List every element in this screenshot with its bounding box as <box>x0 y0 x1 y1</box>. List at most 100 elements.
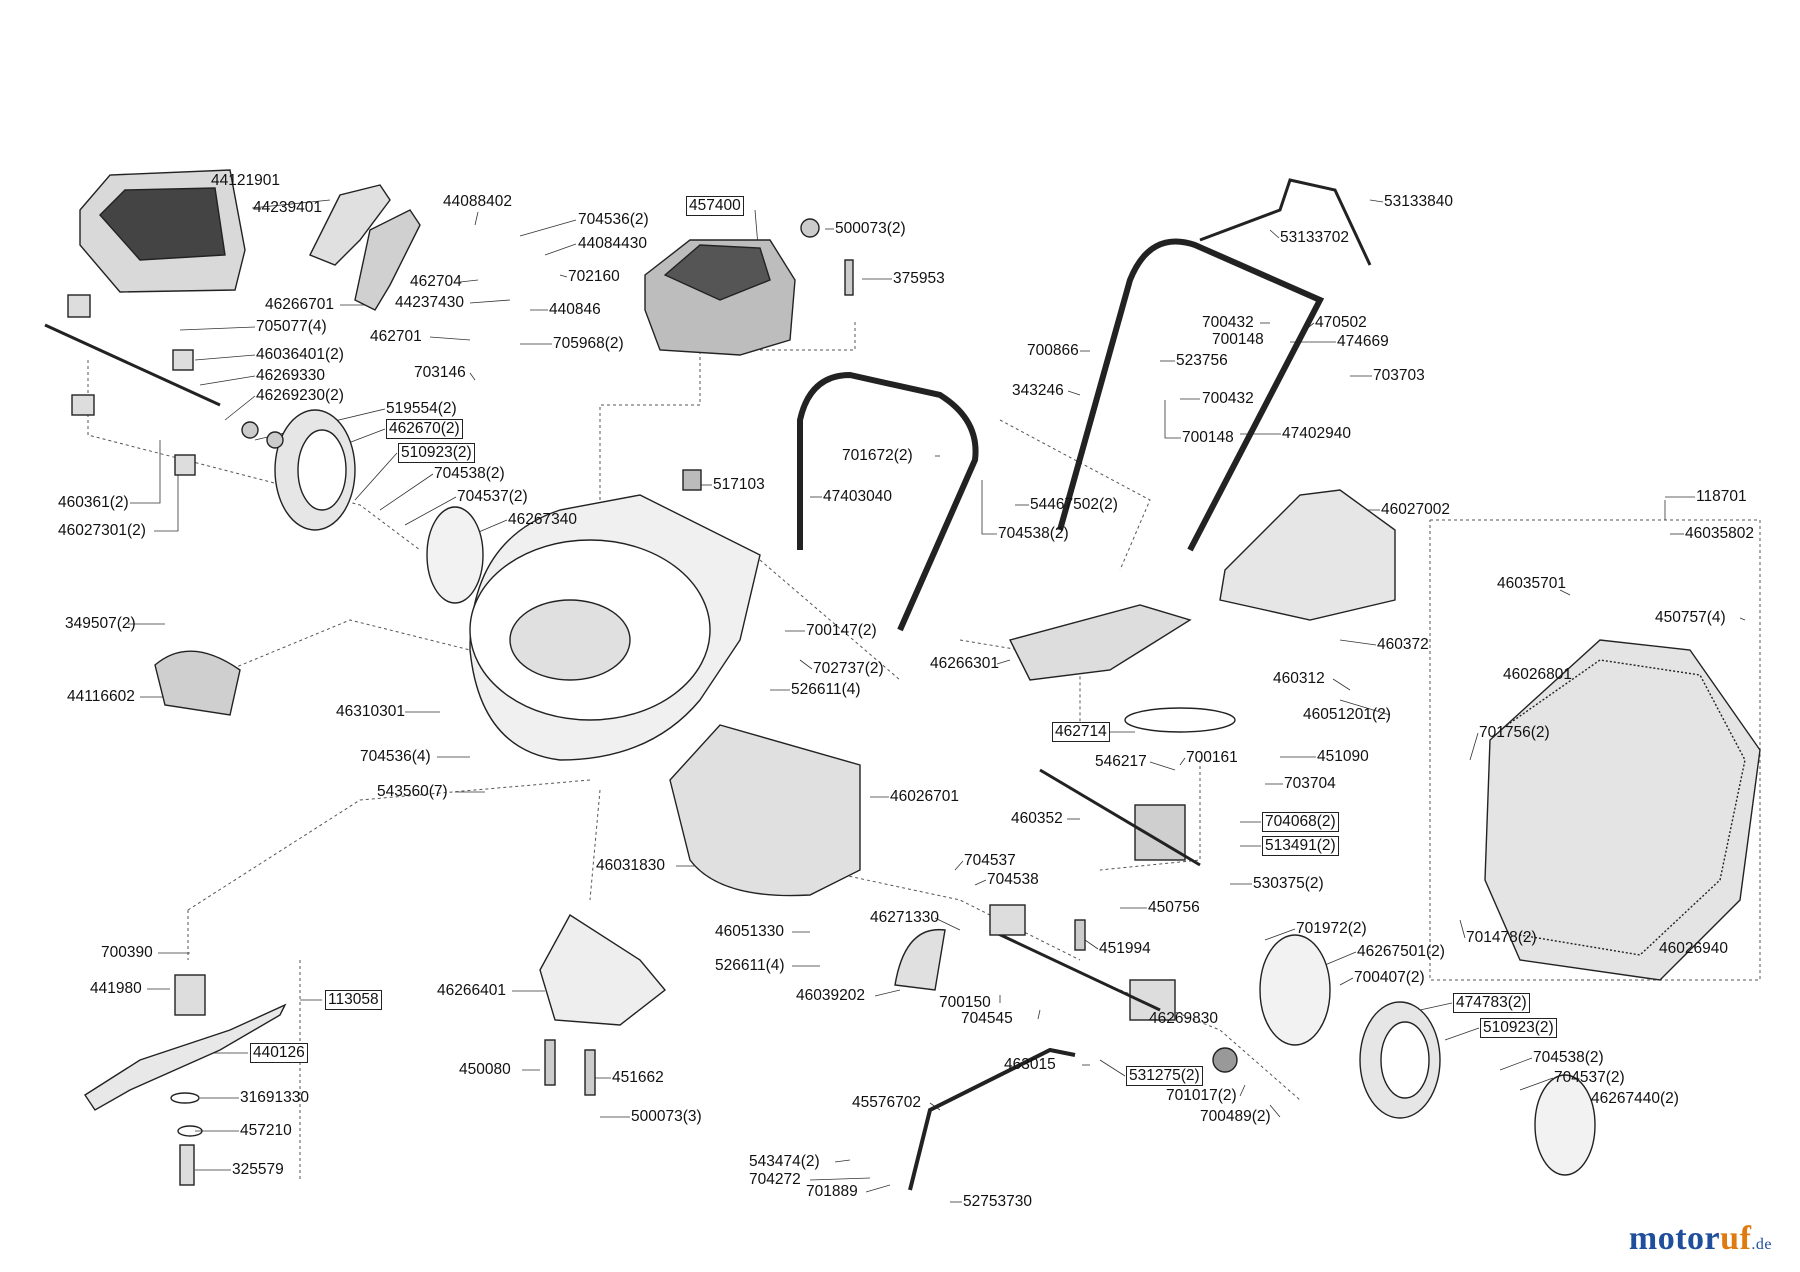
part-label: 46266701 <box>265 296 334 314</box>
part-label: 704068(2) <box>1262 812 1339 832</box>
part-label: 450080 <box>459 1061 511 1079</box>
part-label: 531275(2) <box>1126 1066 1203 1086</box>
part-label: 460372 <box>1377 636 1429 654</box>
part-label: 45576702 <box>852 1094 921 1112</box>
part-label: 440846 <box>549 301 601 319</box>
part-label: 546217 <box>1095 753 1147 771</box>
part-label: 46035802 <box>1685 525 1754 543</box>
part-label: 526611(4) <box>715 957 785 975</box>
brand-part1: motor <box>1629 1220 1720 1257</box>
part-label: 510923(2) <box>1480 1018 1557 1038</box>
part-label: 700866 <box>1027 342 1079 360</box>
part-label: 451662 <box>612 1069 664 1087</box>
part-label: 510923(2) <box>398 443 475 463</box>
part-label: 46310301 <box>336 703 405 721</box>
part-label: 701017(2) <box>1166 1087 1237 1105</box>
part-label: 118701 <box>1696 488 1747 506</box>
brand-part2: uf <box>1720 1220 1751 1257</box>
part-label: 451090 <box>1317 748 1369 766</box>
part-label: 704536(4) <box>360 748 431 766</box>
part-label: 44116602 <box>67 688 135 706</box>
part-label: 703704 <box>1284 775 1336 793</box>
part-label: 701672(2) <box>842 447 913 465</box>
part-label: 44084430 <box>578 235 647 253</box>
part-label: 46267340 <box>508 511 577 529</box>
part-label: 702737(2) <box>813 660 884 678</box>
part-label: 375953 <box>893 270 945 288</box>
part-label: 701889 <box>806 1183 858 1201</box>
part-label: 46051201(2) <box>1303 706 1391 724</box>
part-label: 519554(2) <box>386 400 457 418</box>
part-label: 46266301 <box>930 655 999 673</box>
rear-chute-part <box>670 725 860 896</box>
part-label: 700148 <box>1212 331 1264 349</box>
part-label: 462670(2) <box>386 419 463 439</box>
part-label: 700161 <box>1186 749 1238 767</box>
part-label: 462704 <box>410 273 462 291</box>
part-label: 53133840 <box>1384 193 1453 211</box>
part-label: 46026940 <box>1659 940 1728 958</box>
part-label: 462714 <box>1052 722 1110 742</box>
part-label: 44121901 <box>211 172 280 190</box>
part-label: 440126 <box>250 1043 308 1063</box>
part-label: 349507(2) <box>65 615 136 633</box>
part-label: 705968(2) <box>553 335 624 353</box>
part-label: 46267501(2) <box>1357 943 1445 961</box>
part-label: 46269830 <box>1149 1010 1218 1028</box>
part-label: 704537(2) <box>457 488 528 506</box>
part-label: 113058 <box>325 990 382 1010</box>
part-label: 701756(2) <box>1479 724 1550 742</box>
part-label: 700432 <box>1202 314 1254 332</box>
part-label: 457210 <box>240 1122 292 1140</box>
part-label: 700407(2) <box>1354 969 1425 987</box>
part-label: 46026801 <box>1503 666 1572 684</box>
brand-logo: motoruf.de <box>1629 1220 1772 1258</box>
part-label: 701478(2) <box>1466 929 1537 947</box>
part-label: 460312 <box>1273 670 1325 688</box>
part-label: 543474(2) <box>749 1153 820 1171</box>
part-label: 474669 <box>1337 333 1389 351</box>
part-label: 704536(2) <box>578 211 649 229</box>
part-label: 704538 <box>987 871 1039 889</box>
part-label: 526611(4) <box>791 681 861 699</box>
part-label: 53133702 <box>1280 229 1349 247</box>
part-label: 52753730 <box>963 1193 1032 1211</box>
part-label: 325579 <box>232 1161 284 1179</box>
part-label: 523756 <box>1176 352 1228 370</box>
part-label: 462701 <box>370 328 422 346</box>
part-label: 704272 <box>749 1171 801 1189</box>
part-label: 513491(2) <box>1262 836 1339 856</box>
part-label: 46267440(2) <box>1591 1090 1679 1108</box>
part-label: 700147(2) <box>806 622 877 640</box>
part-label: 450756 <box>1148 899 1200 917</box>
part-label: 457400 <box>686 196 744 216</box>
part-label: 46035701 <box>1497 575 1566 593</box>
part-label: 47402940 <box>1282 425 1351 443</box>
part-label: 46051330 <box>715 923 784 941</box>
rear-guard-part <box>1010 605 1190 680</box>
part-label: 704545 <box>961 1010 1013 1028</box>
part-label: 46027301(2) <box>58 522 146 540</box>
part-label: 441980 <box>90 980 142 998</box>
part-label: 31691330 <box>240 1089 309 1107</box>
part-label: 517103 <box>713 476 765 494</box>
part-label: 46271330 <box>870 909 939 927</box>
part-label: 46027002 <box>1381 501 1450 519</box>
part-label: 500073(3) <box>631 1108 702 1126</box>
brand-suffix: .de <box>1751 1236 1772 1253</box>
part-label: 47403040 <box>823 488 892 506</box>
part-label: 701972(2) <box>1296 920 1367 938</box>
height-lever-part <box>895 930 945 990</box>
part-label: 46269230(2) <box>256 387 344 405</box>
part-label: 46026701 <box>890 788 959 806</box>
grass-bag-lid-part <box>1220 490 1395 620</box>
part-label: 704537 <box>964 852 1016 870</box>
part-label: 543560(7) <box>377 783 448 801</box>
part-label: 704538(2) <box>998 525 1069 543</box>
part-label: 46269330 <box>256 367 325 385</box>
part-label: 500073(2) <box>835 220 906 238</box>
part-label: 46036401(2) <box>256 346 344 364</box>
part-label: 460352 <box>1011 810 1063 828</box>
part-label: 702160 <box>568 268 620 286</box>
